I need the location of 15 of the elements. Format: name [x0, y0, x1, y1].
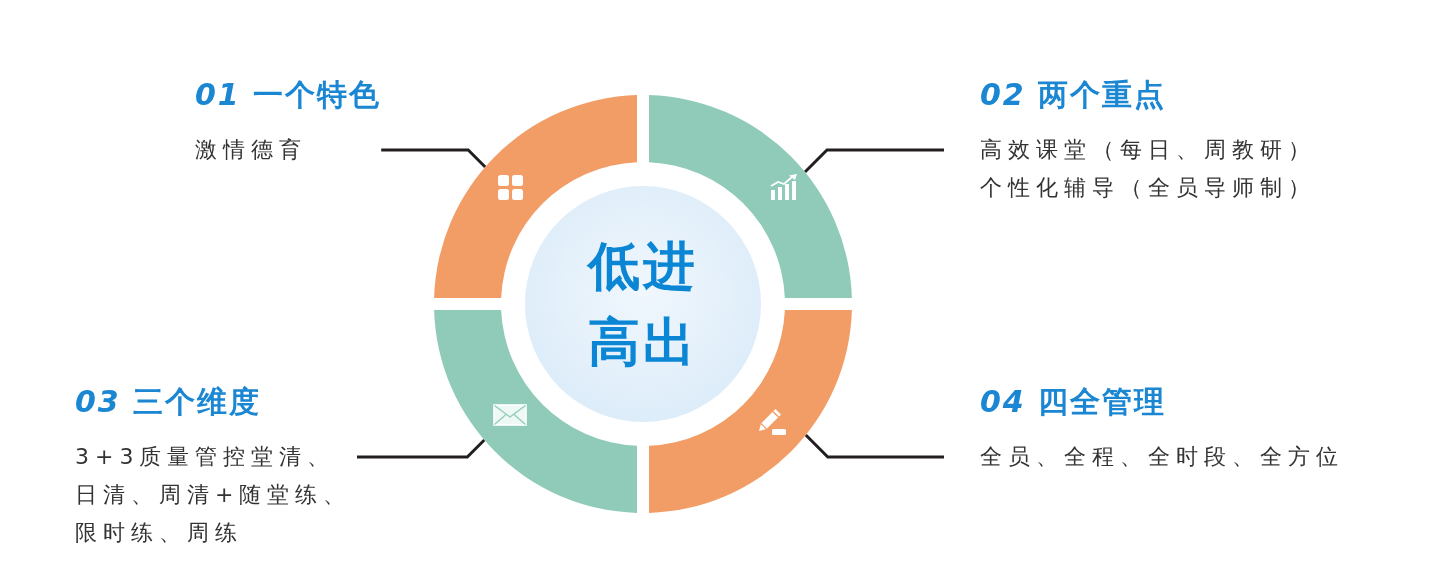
- section-text: 3+3质量管控堂清、日清、周清+随堂练、限时练、周练: [75, 443, 353, 547]
- leader-line: [803, 148, 944, 174]
- ring-segment: [434, 310, 637, 513]
- section-heading: 01 一个特色: [195, 77, 382, 113]
- leader-line: [804, 433, 944, 459]
- section-heading: 03 三个维度: [75, 384, 262, 420]
- section-text: 个性化辅导（全员导师制）: [980, 174, 1316, 202]
- section-text: 激情德育: [195, 136, 307, 164]
- section-heading: 04 四全管理: [980, 384, 1167, 420]
- leader-line: [381, 148, 487, 169]
- section-heading: 02 两个重点: [980, 77, 1167, 113]
- center-label: 低进高出: [586, 235, 699, 374]
- section-text: 高效课堂（每日、周教研）: [980, 136, 1316, 164]
- section-text: 全员、全程、全时段、全方位: [980, 443, 1344, 471]
- leader-line: [357, 438, 486, 459]
